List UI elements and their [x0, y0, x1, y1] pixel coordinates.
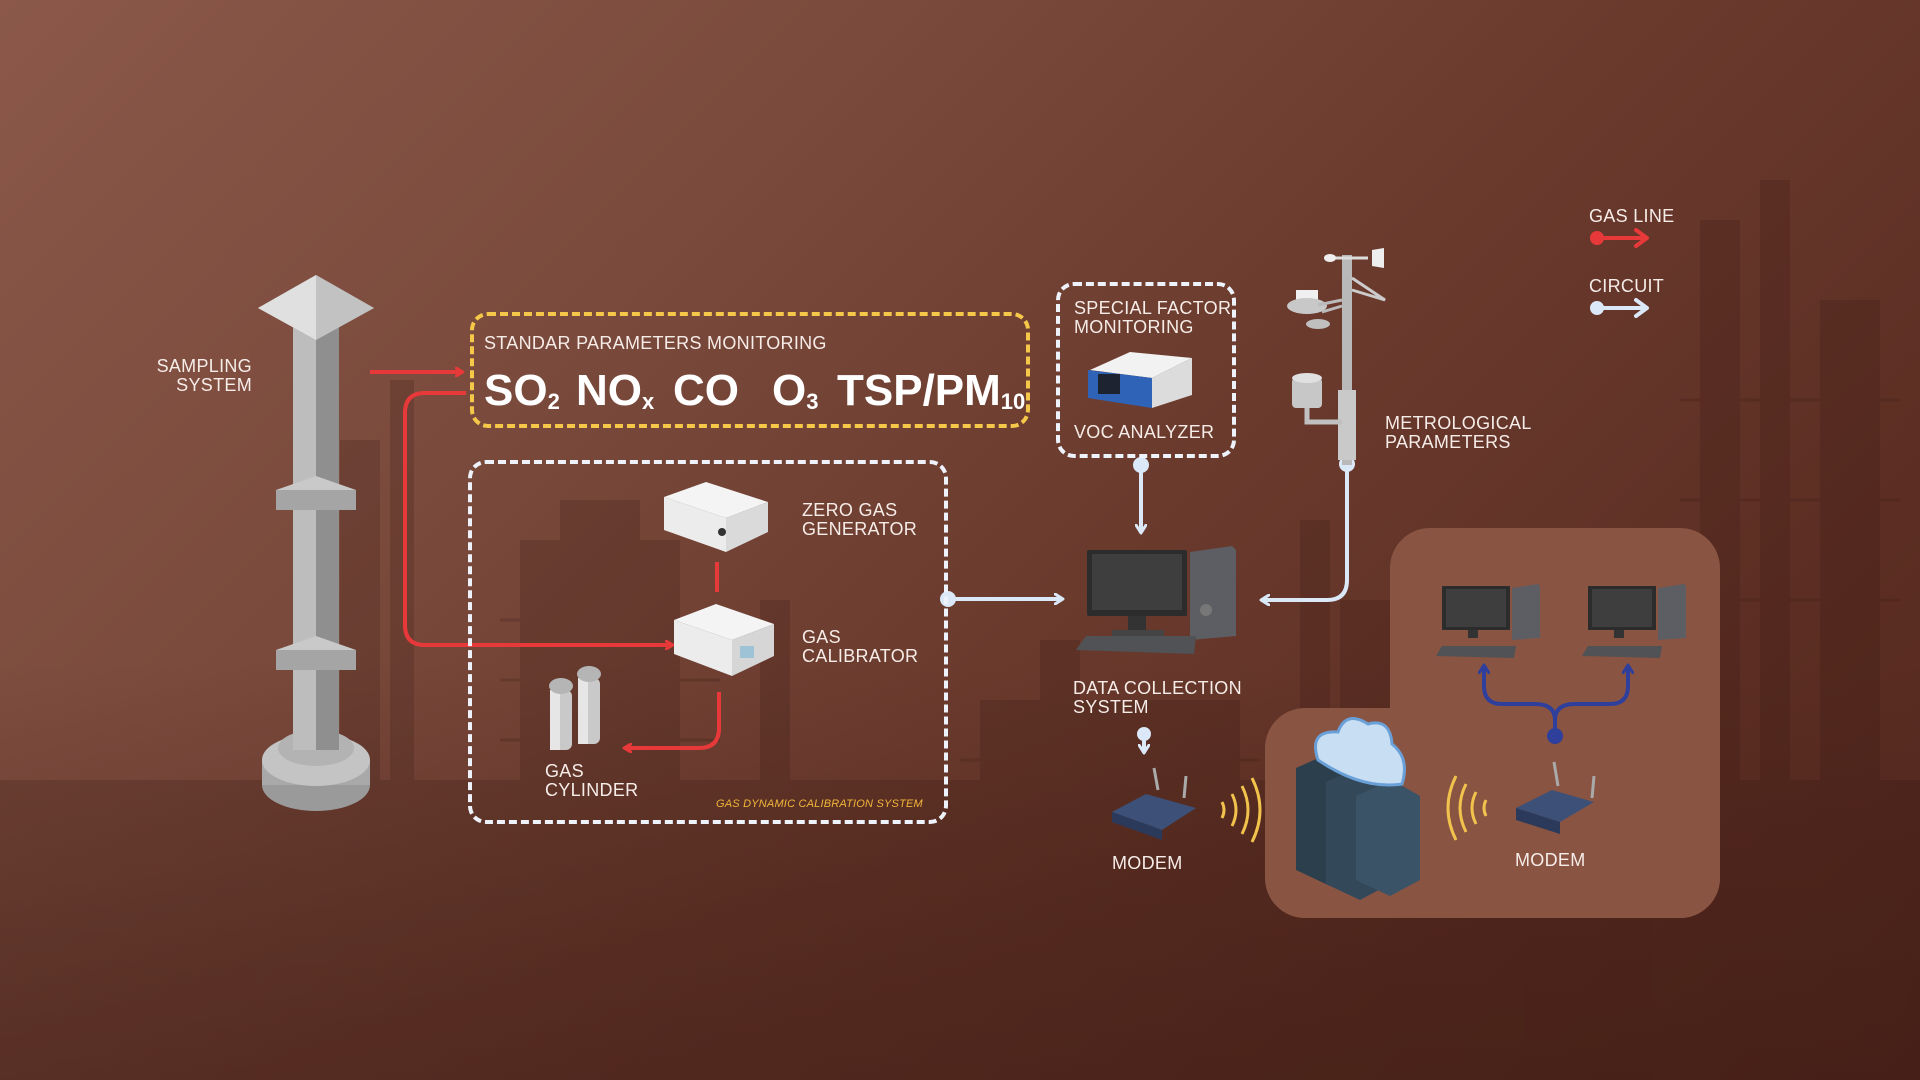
standard-parameters-box	[470, 312, 1030, 428]
standard-parameters-title: STANDAR PARAMETERS MONITORING	[484, 333, 827, 353]
legend-gas-line-label: GAS LINE	[1589, 206, 1675, 226]
meteorological-label: METROLOGICAL PARAMETERS	[1385, 413, 1532, 452]
sampling-system-label: SAMPLING SYSTEM	[156, 356, 252, 395]
circuit-meteo-to-dcs	[1262, 464, 1349, 600]
data-collection-label: DATA COLLECTION SYSTEM	[1073, 678, 1242, 717]
parameter-co: CO	[673, 366, 739, 415]
gas-calibration-box	[468, 460, 948, 824]
modem-right-label: MODEM	[1515, 850, 1586, 870]
gas-calibration-caption: GAS DYNAMIC CALIBRATION SYSTEM	[716, 798, 923, 810]
legend-circuit-label: CIRCUIT	[1589, 276, 1665, 296]
modem-left-label: MODEM	[1112, 853, 1183, 873]
gas-line-standard-to-calibrator	[403, 391, 672, 645]
zero-gas-generator-label: ZERO GAS GENERATOR	[802, 500, 918, 539]
parameter-o3: O3	[772, 366, 819, 415]
voc-analyzer-label: VOC ANALYZER	[1074, 422, 1215, 442]
gas-calibrator-label: GAS CALIBRATOR	[802, 627, 919, 666]
parameter-tsp-pm10: TSP/PM10	[837, 366, 1026, 415]
special-factor-title: SPECIAL FACTOR MONITORING	[1074, 298, 1232, 337]
special-factor-box	[1056, 282, 1236, 458]
gas-line-calibrator-to-cylinder	[625, 692, 721, 748]
parameter-nox: NOx	[576, 366, 655, 415]
parameter-so2: SO2	[484, 366, 560, 415]
gas-cylinder-label: GAS CYLINDER	[545, 761, 639, 800]
